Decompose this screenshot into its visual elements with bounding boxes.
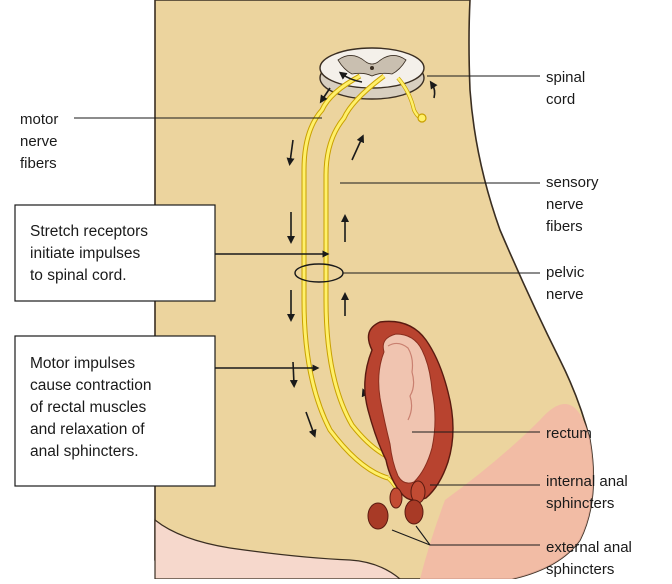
external-sphincter-right — [405, 500, 423, 524]
label-sensory-nerve-fibers: sensory nerve fibers — [546, 174, 599, 235]
callout-motor-line-3: of rectal muscles — [30, 399, 147, 416]
label-sensory-line-3: fibers — [546, 218, 583, 235]
label-motor-line-3: fibers — [20, 155, 57, 172]
label-internal-line-1: internal anal — [546, 473, 628, 490]
callout-stretch-line-2: initiate impulses — [30, 245, 141, 262]
external-sphincter-left — [368, 503, 388, 529]
label-pelvic-line-2: nerve — [546, 286, 584, 303]
label-spinal-cord: spinal cord — [546, 69, 585, 108]
label-motor-line-1: motor — [20, 111, 58, 128]
label-sensory-line-1: sensory — [546, 174, 599, 191]
label-spinal-line-1: spinal — [546, 69, 585, 86]
callout-motor-line-5: anal sphincters. — [30, 443, 139, 460]
label-motor-line-2: nerve — [20, 133, 58, 150]
label-spinal-line-2: cord — [546, 91, 575, 108]
label-pelvic-nerve: pelvic nerve — [546, 264, 585, 303]
label-external-line-2: sphincters — [546, 561, 614, 578]
label-internal-line-2: sphincters — [546, 495, 614, 512]
callout-stretch-line-3: to spinal cord. — [30, 267, 127, 284]
callout-stretch-receptors: Stretch receptors initiate impulses to s… — [15, 205, 215, 301]
label-pelvic-line-1: pelvic — [546, 264, 585, 281]
internal-sphincter-left — [390, 488, 402, 508]
callout-motor-line-1: Motor impulses — [30, 355, 135, 372]
label-motor-nerve-fibers: motor nerve fibers — [20, 111, 58, 172]
callout-motor-line-2: cause contraction — [30, 377, 152, 394]
callout-motor-impulses: Motor impulses cause contraction of rect… — [15, 336, 215, 486]
label-external-line-1: external anal — [546, 539, 632, 556]
callout-stretch-line-1: Stretch receptors — [30, 223, 148, 240]
label-rectum: rectum — [546, 425, 592, 442]
label-sensory-line-2: nerve — [546, 196, 584, 213]
callout-motor-line-4: and relaxation of — [30, 421, 145, 438]
